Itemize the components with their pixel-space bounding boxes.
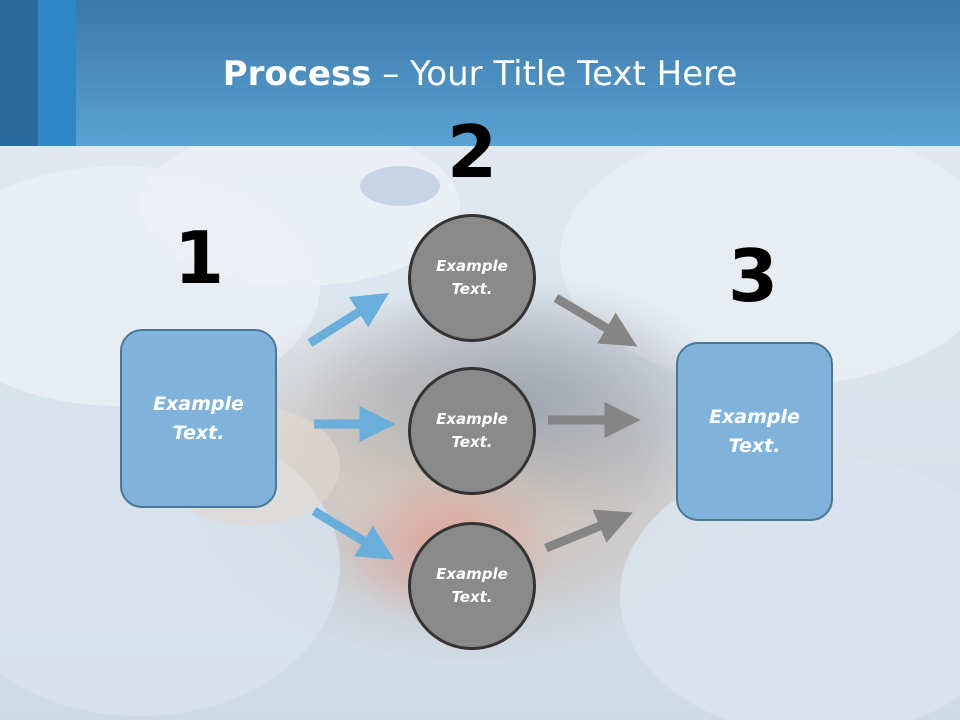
slide-title[interactable]: Process – Your Title Text Here xyxy=(0,52,960,96)
step-number-1[interactable]: 1 xyxy=(173,216,225,300)
circle-top-line2: Text. xyxy=(451,280,493,298)
circle-middle-line2: Text. xyxy=(451,433,493,451)
arrow-left-to-top xyxy=(307,292,390,347)
circle-middle[interactable]: Example Text. xyxy=(408,367,536,495)
circle-middle-line1: Example xyxy=(436,410,508,428)
title-rest: – Your Title Text Here xyxy=(371,54,738,94)
title-bold: Process xyxy=(222,54,372,94)
header-accent-strip-light xyxy=(38,0,76,146)
arrow-top-to-right xyxy=(553,294,638,347)
circle-bottom[interactable]: Example Text. xyxy=(408,522,536,650)
step-number-3[interactable]: 3 xyxy=(727,234,779,318)
circle-top[interactable]: Example Text. xyxy=(408,214,536,342)
left-process-box[interactable]: Example Text. xyxy=(120,329,277,508)
right-box-line2: Text. xyxy=(728,434,781,457)
header-accent-strip xyxy=(0,0,38,146)
left-box-line1: Example xyxy=(153,392,244,415)
circle-top-line1: Example xyxy=(436,257,508,275)
right-box-line1: Example xyxy=(709,405,800,428)
arrow-bottom-to-right xyxy=(544,509,633,553)
circle-bottom-line2: Text. xyxy=(451,588,493,606)
circle-bottom-line1: Example xyxy=(436,565,508,583)
header-band: Process – Your Title Text Here xyxy=(0,0,960,146)
left-box-line2: Text. xyxy=(172,421,225,444)
step-number-2[interactable]: 2 xyxy=(446,110,498,194)
arrow-left-to-bottom xyxy=(311,507,395,560)
right-process-box[interactable]: Example Text. xyxy=(676,342,833,521)
